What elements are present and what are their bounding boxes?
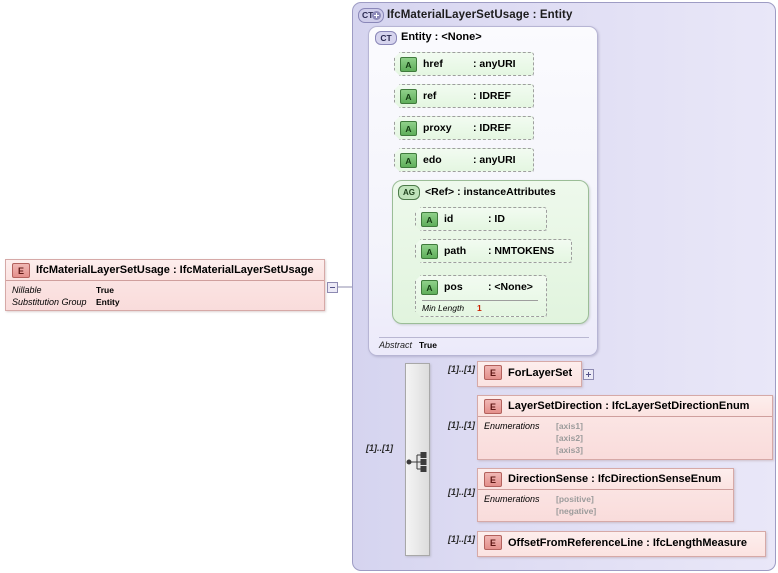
- attribute-badge-icon: A: [400, 89, 417, 104]
- attributegroup-badge-icon: AG: [398, 185, 420, 200]
- enum-value: [axis3]: [556, 445, 583, 455]
- element-badge-icon: E: [484, 535, 502, 550]
- enum-value: [positive]: [556, 494, 594, 504]
- property-row-substitution-group: Substitution Group Entity: [12, 296, 318, 308]
- cardinality-offsetfromreferenceline: [1]..[1]: [448, 534, 475, 544]
- attribute-badge-icon: A: [400, 57, 417, 72]
- child-element-layersetdirection[interactable]: E LayerSetDirection : IfcLayerSetDirecti…: [477, 395, 773, 460]
- attribute-row-edo[interactable]: A edo : anyURI: [394, 148, 534, 172]
- child-element-forlayerset[interactable]: E ForLayerSet: [477, 361, 582, 387]
- property-value: True: [96, 285, 114, 295]
- base-type-title: Entity : <None>: [401, 31, 482, 43]
- element-badge-icon: E: [484, 399, 502, 414]
- root-element-collapse-icon[interactable]: [327, 282, 338, 293]
- attribute-row-pos[interactable]: A pos : <None> Min Length 1: [415, 275, 547, 317]
- property-value: Entity: [96, 297, 120, 307]
- enumerations-values: [positive] [negative]: [556, 493, 596, 517]
- child-element-offsetfromreferenceline[interactable]: E OffsetFromReferenceLine : IfcLengthMea…: [477, 531, 766, 557]
- sequence-icon: [406, 452, 427, 472]
- attribute-type: : anyURI: [473, 58, 516, 70]
- enumerations-values: [axis1] [axis2] [axis3]: [556, 420, 583, 456]
- base-type-footer: Abstract True: [379, 337, 589, 350]
- child-element-header: E OffsetFromReferenceLine : IfcLengthMea…: [478, 532, 765, 556]
- attribute-row-ref[interactable]: A ref : IDREF: [394, 84, 534, 108]
- attribute-row-id[interactable]: A id : ID: [415, 207, 547, 231]
- attribute-name: pos: [444, 281, 463, 293]
- child-element-header: E DirectionSense : IfcDirectionSenseEnum: [478, 469, 733, 490]
- attribute-badge-icon: A: [421, 280, 438, 295]
- attribute-name: ref: [423, 90, 437, 102]
- attribute-type: : IDREF: [473, 122, 511, 134]
- complextype-badge-icon[interactable]: CT: [358, 8, 384, 23]
- child-element-properties: Enumerations [axis1] [axis2] [axis3]: [478, 417, 772, 460]
- complextype-title: IfcMaterialLayerSetUsage : Entity: [387, 9, 573, 21]
- root-element-properties: Nillable True Substitution Group Entity: [6, 281, 324, 312]
- attribute-group-title: <Ref> : instanceAttributes: [425, 186, 556, 198]
- child-element-header: E ForLayerSet: [478, 362, 581, 386]
- property-key: Substitution Group: [12, 297, 87, 307]
- enumerations-row: Enumerations [axis1] [axis2] [axis3]: [484, 420, 766, 456]
- attribute-type: : anyURI: [473, 154, 516, 166]
- attribute-name: edo: [423, 154, 442, 166]
- enum-value: [axis1]: [556, 421, 583, 431]
- facet-min-length: Min Length 1: [422, 300, 538, 313]
- attribute-badge-icon: A: [421, 212, 438, 227]
- property-key: Nillable: [12, 285, 42, 295]
- element-badge-icon: E: [484, 365, 502, 380]
- attribute-row-proxy[interactable]: A proxy : IDREF: [394, 116, 534, 140]
- root-element-header: E IfcMaterialLayerSetUsage : IfcMaterial…: [6, 260, 324, 281]
- attribute-name: proxy: [423, 122, 452, 134]
- enumerations-row: Enumerations [positive] [negative]: [484, 493, 727, 517]
- child-element-title: OffsetFromReferenceLine : IfcLengthMeasu…: [508, 537, 747, 549]
- element-badge-icon: E: [12, 263, 30, 278]
- property-row-nillable: Nillable True: [12, 284, 318, 296]
- complextype-badge-label: CT: [362, 10, 374, 20]
- cardinality-forlayerset: [1]..[1]: [448, 364, 475, 374]
- attribute-type: : <None>: [488, 281, 533, 293]
- facet-value: 1: [477, 303, 482, 313]
- abstract-key: Abstract: [379, 340, 413, 350]
- forlayerset-expand-icon[interactable]: [583, 369, 594, 380]
- child-element-title: DirectionSense : IfcDirectionSenseEnum: [508, 473, 722, 485]
- attribute-name: id: [444, 213, 454, 225]
- attribute-badge-icon: A: [400, 153, 417, 168]
- child-element-title: ForLayerSet: [508, 367, 573, 379]
- child-element-title: LayerSetDirection : IfcLayerSetDirection…: [508, 400, 750, 412]
- enum-value: [negative]: [556, 506, 597, 516]
- child-element-header: E LayerSetDirection : IfcLayerSetDirecti…: [478, 396, 772, 417]
- attribute-type: : NMTOKENS: [488, 245, 555, 257]
- enum-value: [axis2]: [556, 433, 583, 443]
- attribute-name: href: [423, 58, 443, 70]
- child-element-properties: Enumerations [positive] [negative]: [478, 490, 733, 521]
- expand-plus-icon[interactable]: [372, 11, 381, 20]
- facet-key: Min Length: [422, 303, 465, 313]
- attribute-name: path: [444, 245, 467, 257]
- attribute-type: : ID: [488, 213, 505, 225]
- element-badge-icon: E: [484, 472, 502, 487]
- root-element-title: IfcMaterialLayerSetUsage : IfcMaterialLa…: [36, 264, 314, 276]
- root-element-box[interactable]: E IfcMaterialLayerSetUsage : IfcMaterial…: [5, 259, 325, 311]
- attribute-badge-icon: A: [421, 244, 438, 259]
- cardinality-sequence: [1]..[1]: [366, 443, 393, 453]
- child-element-directionsense[interactable]: E DirectionSense : IfcDirectionSenseEnum…: [477, 468, 734, 522]
- attribute-type: : IDREF: [473, 90, 511, 102]
- attribute-row-href[interactable]: A href : anyURI: [394, 52, 534, 76]
- cardinality-layersetdirection: [1]..[1]: [448, 420, 475, 430]
- cardinality-directionsense: [1]..[1]: [448, 487, 475, 497]
- abstract-value: True: [419, 340, 437, 350]
- enumerations-label: Enumerations: [484, 494, 540, 504]
- enumerations-label: Enumerations: [484, 421, 540, 431]
- attribute-badge-icon: A: [400, 121, 417, 136]
- attribute-row-path[interactable]: A path : NMTOKENS: [415, 239, 572, 263]
- base-type-badge-icon[interactable]: CT: [375, 31, 397, 45]
